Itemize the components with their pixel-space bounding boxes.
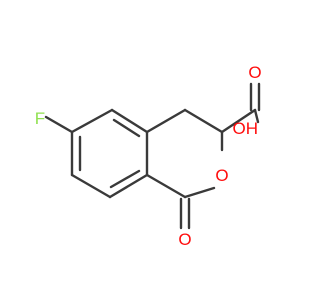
structure-canvas: F O O O OH [35, 63, 262, 249]
bond-c7-ch2 [145, 108, 187, 134]
bond-co-c8 [145, 173, 187, 199]
carbonyl-oxygen-label: O [178, 230, 191, 249]
bond-c8-c9 [108, 173, 149, 199]
fluorine-label: F [35, 109, 45, 128]
bond-o-co [183, 186, 216, 199]
bond-ch-cooh [220, 108, 257, 134]
atom-labels: F O O O OH [35, 63, 262, 249]
aromatic-inner-1 [112, 118, 141, 138]
bond-c6-c7 [110, 108, 149, 134]
acid-oxygen-label: O [248, 63, 261, 82]
aromatic-inner-2 [109, 169, 141, 189]
bond-c-f [44, 115, 74, 134]
bonds [44, 82, 261, 230]
bond-ch2-ch [183, 108, 224, 134]
bond-c5-c6 [70, 108, 114, 134]
bond-c9-c10 [70, 173, 112, 199]
hydroxyl-label: OH [233, 119, 259, 138]
bond-acid-oh [253, 108, 260, 124]
ring-oxygen-label: O [215, 166, 228, 185]
